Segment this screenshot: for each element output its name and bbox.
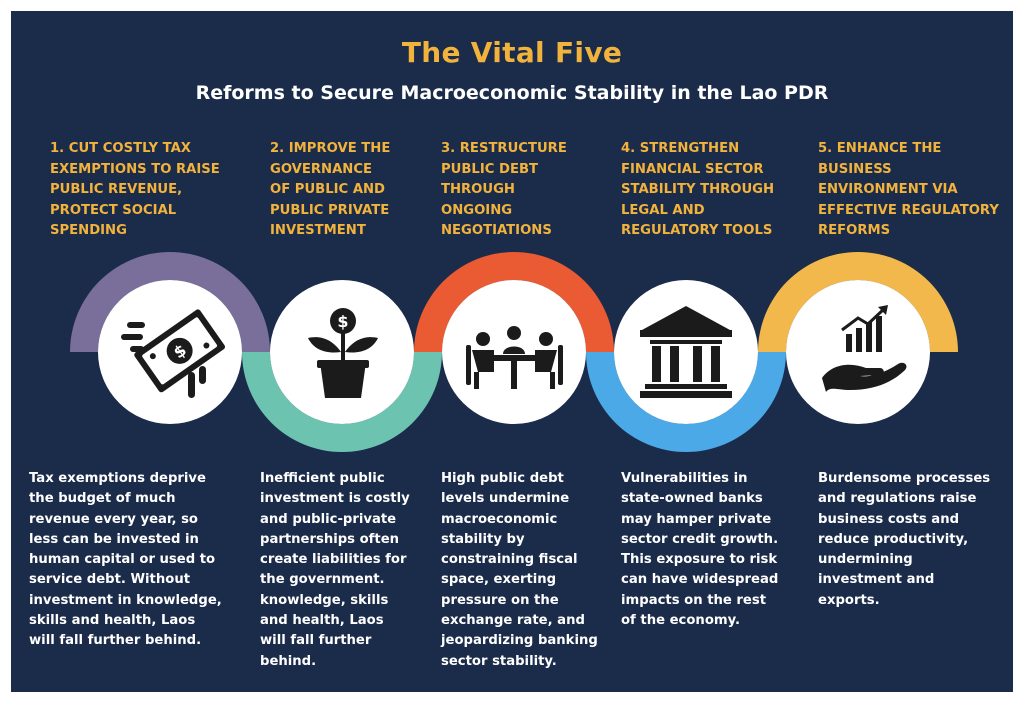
reform-2-heading: 2. IMPROVE THE GOVERNANCE OF PUBLIC AND … xyxy=(270,141,391,238)
reform-1-description: Tax exemptions deprive the budget of muc… xyxy=(29,471,222,649)
page-title: The Vital Five xyxy=(401,36,623,69)
reform-1-heading: 1. CUT COSTLY TAX EXEMPTIONS TO RAISE PU… xyxy=(50,141,220,238)
meeting-table-icon xyxy=(466,326,563,389)
reform-4-description: Vulnerabilities in state-owned banks may… xyxy=(621,471,779,629)
reform-2-arc xyxy=(242,352,442,452)
reform-2-description: Inefficient public investment is costly … xyxy=(260,471,410,669)
reform-4-arc xyxy=(586,352,786,452)
reform-3-heading: 3. RESTRUCTURE PUBLIC DEBT THROUGH ONGOI… xyxy=(441,141,567,238)
hand-growth-chart-icon xyxy=(822,305,907,392)
reform-5-heading: 5. ENHANCE THE BUSINESS ENVIRONMENT VIA … xyxy=(818,141,999,238)
flying-money-icon: $ xyxy=(121,309,225,398)
reform-3-arc xyxy=(414,252,614,352)
reform-3-description: High public debt levels undermine macroe… xyxy=(441,471,598,669)
reform-4-heading: 4. STRENGTHEN FINANCIAL SECTOR STABILITY… xyxy=(621,141,775,238)
page-subtitle: Reforms to Secure Macroeconomic Stabilit… xyxy=(195,82,829,104)
reform-5-description: Burdensome processes and regulations rai… xyxy=(818,471,991,608)
bank-building-icon xyxy=(640,306,732,398)
reform-5-arc xyxy=(758,252,958,352)
money-plant-icon: $ xyxy=(308,308,378,398)
reform-1-arc xyxy=(70,252,270,352)
reform-4-circle xyxy=(614,280,758,424)
svg-text:$: $ xyxy=(337,312,348,331)
